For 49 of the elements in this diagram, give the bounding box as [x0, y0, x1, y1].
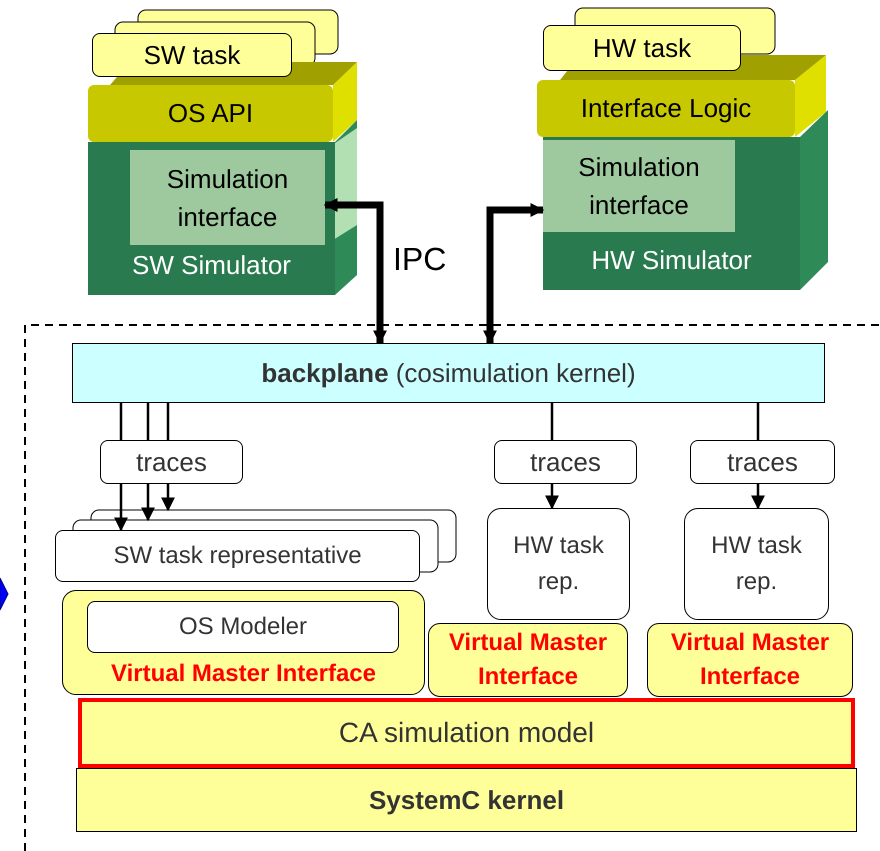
kernel-label: SystemC kernel	[368, 784, 564, 816]
interface-title: Virtual Master Interface	[448, 628, 608, 692]
layer-label: OS API	[168, 97, 254, 130]
backplane-bar	[72, 343, 825, 403]
traces-label: traces	[530, 446, 601, 478]
backplane-label: backplane (cosimulation kernel)	[261, 356, 636, 390]
representative-label: HW task rep.	[512, 531, 605, 597]
arrow	[114, 484, 128, 532]
interface-panel	[543, 140, 735, 232]
traces-box	[690, 440, 835, 484]
task-card	[543, 25, 741, 71]
layer-label: Interface Logic	[580, 92, 752, 125]
representative-card	[55, 530, 420, 582]
arrow	[141, 484, 155, 522]
simulator-label: SW Simulator	[131, 249, 292, 282]
model-label: CA simulation model	[338, 716, 594, 750]
api-layer	[88, 85, 333, 142]
interface-block	[428, 623, 628, 697]
representative-label: HW task rep.	[710, 531, 803, 597]
arrow	[751, 484, 765, 510]
interface-panel	[130, 150, 325, 245]
card-title: HW task	[592, 32, 692, 64]
kernel-layer	[76, 768, 857, 832]
modeler-label: OS Modeler	[178, 612, 308, 642]
card-title: SW task	[144, 38, 240, 72]
traces-box	[494, 440, 637, 484]
simulator-label: HW Simulator	[590, 244, 753, 277]
interface-title: Virtual Master Interface	[670, 628, 830, 692]
traces-label: traces	[136, 446, 207, 478]
arrow	[483, 203, 544, 344]
representative-label: SW task representative	[113, 541, 362, 571]
interface-block	[647, 623, 853, 697]
logic-layer	[537, 80, 795, 137]
arrow	[545, 484, 559, 510]
interface-block	[62, 590, 425, 695]
arrow	[161, 484, 175, 512]
traces-label: traces	[727, 446, 798, 478]
simulator-block	[88, 142, 335, 295]
traces-box	[100, 440, 243, 484]
representative-card	[684, 508, 829, 620]
modeler-box	[87, 601, 399, 653]
interface-label: Simulation interface	[166, 162, 290, 234]
arrow	[324, 198, 387, 344]
interface-label: Simulation interface	[577, 151, 701, 222]
interface-title: Virtual Master Interface	[110, 659, 377, 689]
simulator-block	[543, 137, 800, 290]
model-layer	[78, 698, 855, 768]
representative-card	[487, 508, 630, 620]
task-card	[92, 33, 292, 77]
